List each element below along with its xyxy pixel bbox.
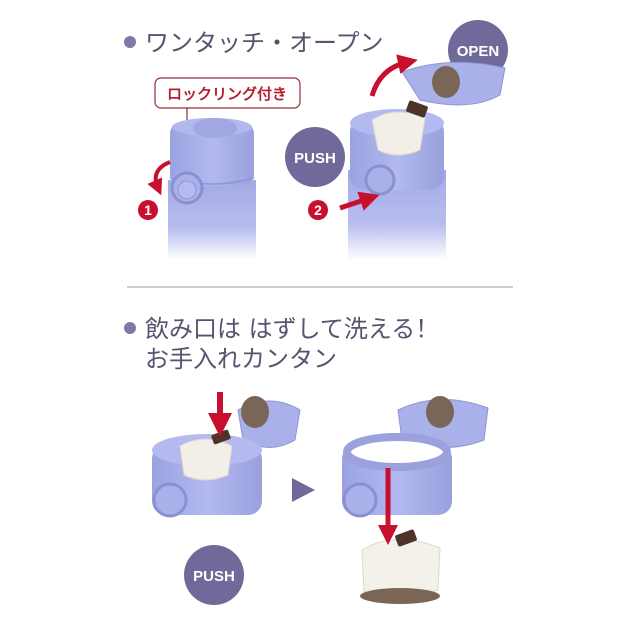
callout-label: ロックリング付き [167,85,287,103]
open-arrow-icon [369,54,418,97]
cap-ring-removed [342,396,489,604]
bullet-icon [124,36,136,48]
open-label: OPEN [457,43,500,60]
step1-badge [138,200,158,220]
bullet-icon [124,322,136,334]
bottle-closed [168,118,256,260]
bottle-open [348,61,506,260]
push-badge [285,127,345,187]
push-arrow-icon [339,191,380,211]
step1-label: 1 [144,202,152,218]
section2-heading-line2: お手入れカンタン [145,345,337,373]
push-label: PUSH [294,150,336,167]
section2-heading-line1: 飲み口は はずして洗える！ [145,315,439,343]
push-badge-bottom [184,545,244,605]
section1-heading: ワンタッチ・オープン [145,29,384,57]
push-label-bottom: PUSH [193,568,235,585]
cap-assembly [152,396,301,518]
step2-badge [308,200,328,220]
rotate-arrow-icon [147,160,171,196]
step2-label: 2 [314,202,322,218]
next-step-arrow-icon [292,478,315,502]
